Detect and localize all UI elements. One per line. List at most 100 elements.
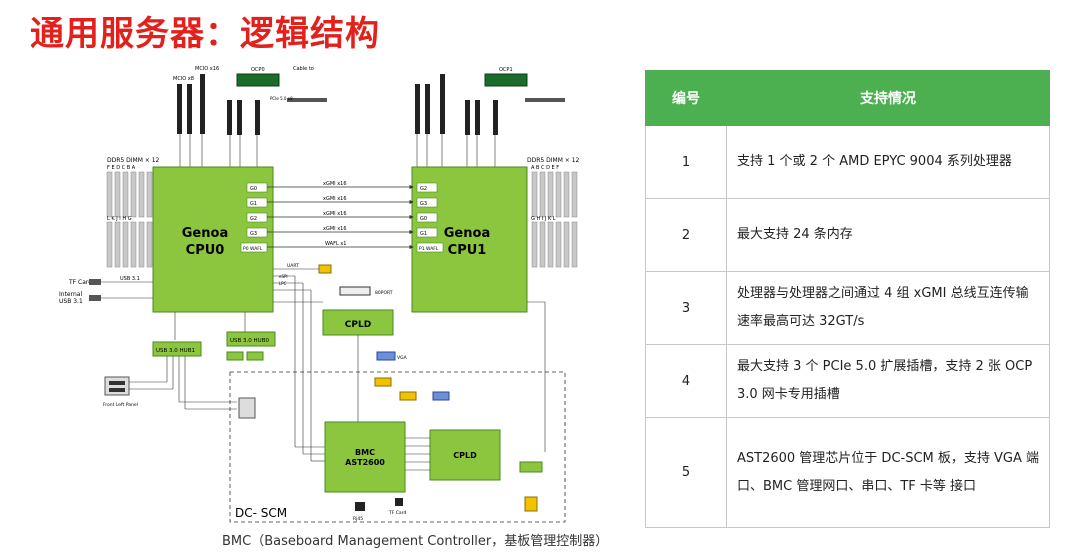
usb-port-a	[226, 351, 244, 361]
cpu0-port-3: G3	[250, 231, 257, 237]
usb31-label: USB 3.1	[120, 276, 140, 282]
server-logic-diagram: DDR5 DIMM × 12 F E D C B A L K J I H G D…	[59, 66, 580, 523]
uart-connector	[318, 264, 332, 274]
tf-card-slot-scm	[395, 498, 403, 506]
row-num: 2	[645, 198, 727, 272]
cpu1-dimm-letters: A B C D E F	[531, 165, 559, 171]
usb-hub-0	[226, 331, 276, 347]
row-num: 3	[645, 271, 727, 345]
ocp1-label: OCP1	[499, 67, 513, 73]
diagram-caption: BMC（Baseboard Management Controller，基板管理…	[222, 534, 609, 549]
cpu1-dimm-letters2: G H I J K L	[531, 216, 556, 222]
lpc-label: LPC	[279, 281, 287, 286]
front-panel-label: Front Left Panel	[103, 402, 138, 408]
ocp1-slot	[484, 73, 528, 87]
cpu1-dimm-slots	[531, 171, 578, 268]
table-row: 4 最大支持 3 个 PCIe 5.0 扩展插槽，支持 2 张 OCP 3.0 …	[645, 344, 1050, 418]
usb-hub-0-label: USB 3.0 HUB0	[230, 338, 269, 344]
table-row: 2 最大支持 24 条内存	[645, 198, 1050, 272]
row-num: 4	[645, 344, 727, 418]
cpu0-port-1: G1	[250, 201, 257, 207]
usb-port-b	[246, 351, 264, 361]
row-text: 最大支持 3 个 PCIe 5.0 扩展插槽，支持 2 张 OCP 3.0 网卡…	[726, 344, 1050, 418]
xgmi-link-label-2: xGMI x16	[323, 211, 347, 217]
cpu1-pcie-lines	[416, 134, 496, 167]
cable-connector-right	[525, 98, 565, 102]
tf-card-slot	[89, 279, 101, 285]
cpu0-sub: CPU0	[186, 243, 225, 258]
table-row: 1 支持 1 个或 2 个 AMD EPYC 9004 系列处理器	[645, 125, 1050, 199]
xgmi-link-label-4: WAFL x1	[325, 241, 346, 247]
scm-right-chip	[519, 461, 543, 473]
buffer-b	[399, 391, 417, 401]
rj45-label: Rj45	[353, 516, 363, 522]
table-row: 3 处理器与处理器之间通过 4 组 xGMI 总线互连传输速率最高可达 32GT…	[645, 271, 1050, 345]
front-usb-lines	[129, 356, 237, 410]
xgmi-link-label-1: xGMI x16	[323, 196, 347, 202]
cpu0-port-0: G0	[250, 186, 257, 192]
ocp0-slot	[236, 73, 280, 87]
debug-port	[339, 286, 371, 296]
cpu0-mcio16-label: MCIO x16	[195, 66, 219, 72]
spec-table: 编号 支持情况 1 支持 1 个或 2 个 AMD EPYC 9004 系列处理…	[645, 70, 1050, 528]
rear-usb-ports	[238, 397, 256, 419]
cpu1-port-0: G2	[420, 186, 427, 192]
header-support: 支持情况	[726, 70, 1050, 126]
internal-usb-label: Internal	[59, 291, 82, 298]
row-num: 5	[645, 417, 727, 528]
bmc-cpld-lines	[405, 437, 430, 471]
cpu0-dimm-slots	[106, 171, 153, 268]
cpu0-dimm-letters: F E D C B A	[107, 165, 136, 171]
row-num: 1	[645, 125, 727, 199]
cpu0-mcio-label: MCIO x8	[173, 76, 194, 82]
cpu0-port-2: G2	[250, 216, 257, 222]
tf-card-label: TF Card	[68, 279, 92, 286]
cable-to-label: Cable to	[293, 66, 314, 72]
cpld-scm-label: CPLD	[453, 451, 477, 460]
cpu0-name: Genoa	[182, 226, 228, 241]
bmc-chip	[324, 421, 406, 493]
row-text: 支持 1 个或 2 个 AMD EPYC 9004 系列处理器	[726, 125, 1050, 199]
cpu1-port-1: G3	[420, 201, 427, 207]
cpld-main-label: CPLD	[345, 320, 371, 330]
usb-hub-1-label: USB 3.0 HUB1	[156, 348, 195, 354]
ocp0-label: OCP0	[251, 67, 265, 73]
vga-port-rear	[432, 391, 450, 401]
cpu0-port-4: P0 WAFL	[243, 246, 263, 252]
buffer-a	[374, 377, 392, 387]
dc-scm-board	[229, 371, 566, 523]
xgmi-link-label-0: xGMI x16	[323, 181, 347, 187]
cpu1-port-3: G1	[420, 231, 427, 237]
tf-card-scm-label: TF Card	[388, 510, 406, 516]
cpu0-bmc-lines	[273, 268, 546, 462]
row-text: AST2600 管理芯片位于 DC-SCM 板，支持 VGA 端口、BMC 管理…	[726, 417, 1050, 528]
cpld-scm	[429, 429, 501, 481]
dc-scm-label: DC- SCM	[235, 506, 287, 520]
internal-usb-label2: USB 3.1	[59, 298, 83, 305]
table-row: 5 AST2600 管理芯片位于 DC-SCM 板，支持 VGA 端口、BMC …	[645, 417, 1050, 528]
cpu0-pcie-lines	[179, 134, 258, 167]
vga-port	[376, 351, 396, 361]
debug-port-label: 80PORT	[375, 290, 393, 296]
row-text: 最大支持 24 条内存	[726, 198, 1050, 272]
bmc-chip-label: AST2600	[345, 458, 385, 467]
front-panel-ports	[104, 376, 130, 396]
xgmi-links	[240, 182, 444, 253]
cpu1-port-2: G0	[420, 216, 427, 222]
table-header-row: 编号 支持情况	[645, 70, 1050, 126]
page-title: 通用服务器：逻辑结构	[30, 14, 380, 54]
pcie-x8-label: PCIe 5.0 x8	[270, 96, 293, 101]
xgmi-link-label-3: xGMI x16	[323, 226, 347, 232]
vga-label: VGA	[397, 355, 408, 361]
cpu0-dimm-label: DDR5 DIMM × 12	[107, 157, 160, 164]
uart-label: UART	[287, 263, 299, 269]
bmc-label: BMC	[355, 448, 375, 457]
cpu1-port-4: P1 WAFL	[419, 246, 439, 252]
cpu1-name: Genoa	[444, 226, 490, 241]
cpu1-mcio-slots	[415, 74, 498, 135]
cpu0-dimm-letters2: L K J I H G	[107, 216, 132, 222]
cpu0-mcio-slots	[177, 74, 260, 135]
espi-label: eSPI	[279, 274, 288, 279]
header-num: 编号	[645, 70, 727, 126]
usb-hub-1	[152, 341, 202, 357]
